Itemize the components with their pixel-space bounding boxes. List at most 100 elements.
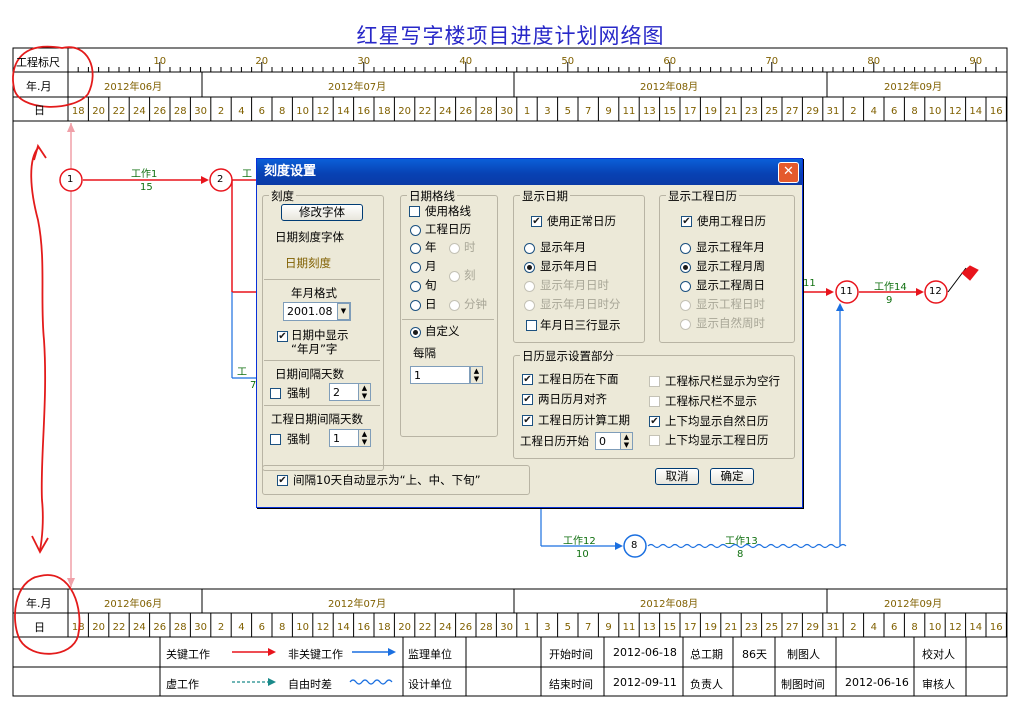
calc-by-proj-label: 工程日历计算工期 bbox=[538, 413, 630, 427]
proj-start-input[interactable]: 0 bbox=[595, 432, 621, 450]
close-button[interactable]: ✕ bbox=[778, 162, 799, 183]
proj-interval-input[interactable]: 1 bbox=[329, 429, 359, 447]
day-tick-label: 28 bbox=[174, 106, 187, 117]
both-proj-checkbox[interactable] bbox=[649, 435, 660, 446]
day-tick-label: 5 bbox=[565, 106, 571, 117]
month-aug: 2012年08月 bbox=[640, 82, 699, 93]
radio-show-ym-label: 显示年月 bbox=[540, 240, 586, 254]
radio-show-ymd-label: 显示年月日 bbox=[540, 259, 598, 273]
align-two-checkbox[interactable]: ✔ bbox=[522, 394, 533, 405]
every-input[interactable]: 1 bbox=[410, 366, 470, 384]
day-tick-label: 30 bbox=[194, 622, 207, 633]
use-grid-checkbox[interactable] bbox=[409, 206, 420, 217]
radio-year[interactable] bbox=[410, 243, 421, 254]
radio-month[interactable] bbox=[410, 262, 421, 273]
both-natural-checkbox[interactable]: ✔ bbox=[649, 416, 660, 427]
day-tick-label: 6 bbox=[891, 622, 897, 633]
ruler-tick-label: 60 bbox=[663, 56, 676, 67]
align-two-label: 两日历月对齐 bbox=[538, 392, 607, 406]
day-tick-label: 20 bbox=[92, 622, 105, 633]
divider bbox=[264, 360, 380, 361]
radio-quarter[interactable] bbox=[449, 271, 460, 282]
day-tick-label: 14 bbox=[337, 622, 350, 633]
day-tick-label: 12 bbox=[317, 622, 330, 633]
auto-ten-checkbox[interactable]: ✔ bbox=[277, 475, 288, 486]
day-tick-label: 29 bbox=[806, 622, 819, 633]
task-label: 工作13 bbox=[725, 536, 758, 547]
ruler-tick-label: 50 bbox=[561, 56, 574, 67]
node-12: 12 bbox=[929, 286, 942, 297]
radio-proj-ym[interactable] bbox=[680, 243, 691, 254]
radio-proj-ymw[interactable] bbox=[680, 262, 691, 273]
day-tick-label: 26 bbox=[153, 106, 166, 117]
day-tick-label: 4 bbox=[238, 622, 244, 633]
use-grid-label: 使用格线 bbox=[425, 204, 471, 218]
ruler-blank-checkbox[interactable] bbox=[649, 376, 660, 387]
radio-show-ymdhm[interactable] bbox=[524, 300, 535, 311]
day-tick-label: 1 bbox=[524, 106, 530, 117]
day-tick-label: 30 bbox=[500, 622, 513, 633]
task-label-partial: 工 bbox=[237, 367, 247, 378]
proj-interval-spinner[interactable]: ▲▼ bbox=[358, 429, 371, 447]
three-rows-checkbox[interactable] bbox=[526, 320, 537, 331]
radio-proj-ymwd[interactable] bbox=[680, 281, 691, 292]
force-interval-checkbox[interactable] bbox=[270, 388, 281, 399]
cancel-button[interactable]: 取消 bbox=[655, 468, 699, 485]
radio-day[interactable] bbox=[410, 300, 421, 311]
radio-proj-dh-label: 显示工程日时 bbox=[696, 297, 765, 311]
task-duration-partial: 11 bbox=[803, 278, 816, 289]
proj-start-value: 0 bbox=[599, 435, 606, 448]
radio-show-ymdh-label: 显示年月日时 bbox=[540, 278, 609, 292]
start-value: 2012-06-18 bbox=[613, 646, 677, 659]
day-tick-label: 24 bbox=[133, 622, 146, 633]
ruler-hide-checkbox[interactable] bbox=[649, 396, 660, 407]
legend-design: 设计单位 bbox=[408, 678, 452, 691]
radio-proj-dh[interactable] bbox=[680, 300, 691, 311]
radio-proj-nat[interactable] bbox=[680, 319, 691, 330]
ok-button[interactable]: 确定 bbox=[710, 468, 754, 485]
task-label-partial: 工 bbox=[242, 169, 252, 180]
radio-proj-cal[interactable] bbox=[410, 225, 421, 236]
day-tick-label: 4 bbox=[871, 106, 877, 117]
day-tick-label: 27 bbox=[786, 106, 799, 117]
radio-day-label: 日 bbox=[425, 297, 437, 311]
day-tick-label: 20 bbox=[398, 106, 411, 117]
divider bbox=[264, 279, 380, 280]
start-label: 开始时间 bbox=[549, 648, 593, 661]
proj-start-spinner[interactable]: ▲▼ bbox=[620, 432, 633, 450]
node-11: 11 bbox=[840, 286, 853, 297]
task-label: 工作12 bbox=[563, 536, 596, 547]
interval-input[interactable]: 2 bbox=[329, 383, 359, 401]
proj-below-checkbox[interactable]: ✔ bbox=[522, 374, 533, 385]
year-month-label: 年.月 bbox=[26, 80, 52, 93]
interval-value: 2 bbox=[333, 386, 340, 399]
node-2: 2 bbox=[217, 174, 224, 185]
day-label: 日 bbox=[34, 104, 45, 117]
interval-spinner[interactable]: ▲▼ bbox=[358, 383, 371, 401]
ym-format-value: 2001.08 bbox=[287, 305, 333, 318]
modify-font-button[interactable]: 修改字体 bbox=[281, 204, 363, 221]
day-tick-label: 1 bbox=[524, 622, 530, 633]
ruler-tick-label: 40 bbox=[459, 56, 472, 67]
force-proj-interval-checkbox[interactable] bbox=[270, 434, 281, 445]
radio-show-ym[interactable] bbox=[524, 243, 535, 254]
every-spinner[interactable]: ▲▼ bbox=[470, 366, 483, 384]
radio-show-ymdh[interactable] bbox=[524, 281, 535, 292]
radio-custom[interactable] bbox=[410, 327, 421, 338]
chevron-down-icon[interactable]: ▼ bbox=[337, 303, 350, 320]
show-ym-char-checkbox[interactable]: ✔ bbox=[277, 331, 288, 342]
calc-by-proj-checkbox[interactable]: ✔ bbox=[522, 415, 533, 426]
radio-ten-day-label: 旬 bbox=[425, 278, 437, 292]
day-tick-label: 6 bbox=[259, 622, 265, 633]
day-tick-label: 16 bbox=[990, 106, 1003, 117]
ruler-hide-label: 工程标尺栏不显示 bbox=[665, 394, 757, 408]
dialog-title: 刻度设置 bbox=[257, 159, 802, 185]
radio-minute[interactable] bbox=[449, 300, 460, 311]
use-normal-cal-checkbox[interactable]: ✔ bbox=[531, 216, 542, 227]
day-tick-label: 22 bbox=[113, 106, 126, 117]
radio-hour[interactable] bbox=[449, 243, 460, 254]
ym-format-select[interactable]: 2001.08 bbox=[283, 302, 351, 321]
radio-ten-day[interactable] bbox=[410, 281, 421, 292]
radio-show-ymd[interactable] bbox=[524, 262, 535, 273]
use-proj-cal-checkbox[interactable]: ✔ bbox=[681, 216, 692, 227]
